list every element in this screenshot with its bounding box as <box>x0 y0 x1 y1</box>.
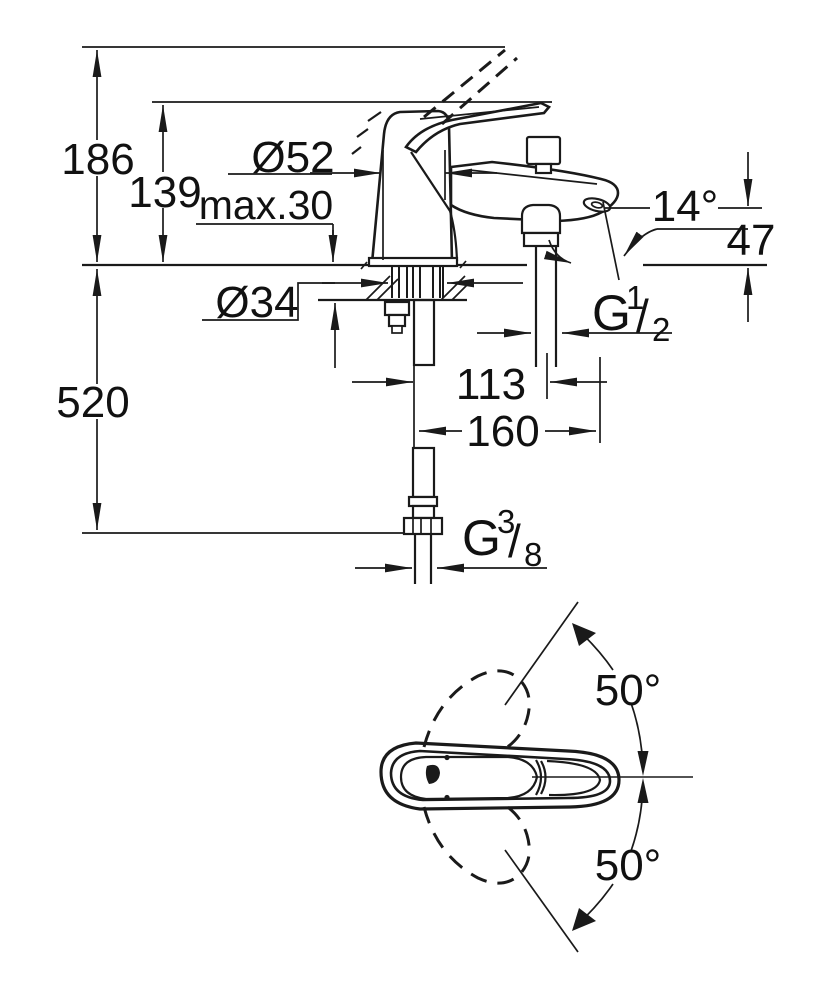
dim-label-hole-diameter: Ø34 <box>215 278 298 327</box>
shower-hose-pipe <box>534 246 558 367</box>
hose-ferrule-lower <box>411 504 436 520</box>
supply-hose-braided-upper <box>412 298 436 367</box>
plan-view: 50° 50° <box>379 601 693 953</box>
faucet-lever <box>404 101 552 154</box>
thread-label-g12: G 1 / 2 <box>592 279 670 348</box>
swing-down-axis-line <box>504 849 579 953</box>
g12-denominator: 2 <box>652 311 670 348</box>
deck-section-hatching <box>365 275 468 301</box>
hose-tail-tube <box>413 534 433 584</box>
handle-plan-silhouette <box>379 741 621 811</box>
hose-nut <box>402 516 444 536</box>
dim-label-hose-offset: 113 <box>456 360 526 409</box>
thread-label-g38: G 3 / 8 <box>462 503 542 573</box>
lever-swing-dashes <box>351 111 382 155</box>
diverter-stem <box>534 162 553 175</box>
handle-swing-down <box>422 778 649 953</box>
swing-down-arc-arrowhead-bottom <box>572 908 596 931</box>
reference-lines <box>82 46 767 534</box>
plan-labels: 50° 50° <box>595 666 662 890</box>
handle-dot-bottom <box>444 794 450 801</box>
swing-up-arc-arrowhead-bottom <box>637 751 649 776</box>
lever-inner-line <box>419 106 540 120</box>
hose-ferrule-upper <box>407 495 439 508</box>
dim-label-overall-height: 186 <box>61 135 134 184</box>
mounting-screw-tip <box>391 325 403 334</box>
g12-numerator: 1 <box>626 279 644 316</box>
faucet-body <box>370 109 454 265</box>
handle-swing-up <box>422 601 649 776</box>
label-swing-angle-up: 50° <box>595 666 662 715</box>
raised-lever-dashed <box>423 48 518 126</box>
label-swing-angle-down: 50° <box>595 841 662 890</box>
handle-logo-mark <box>425 764 440 784</box>
bath-spout <box>449 160 620 223</box>
dimension-lines <box>92 50 762 573</box>
lever-grip-inner-outline <box>546 759 602 797</box>
mounting-screw <box>387 313 407 328</box>
dim-label-supply-length: 520 <box>56 378 129 427</box>
body-front-curve <box>410 151 459 262</box>
g38-prefix: G <box>462 510 501 566</box>
dimension-labels: 186 139 Ø52 max.30 Ø34 520 113 160 47 14… <box>56 133 775 573</box>
swing-up-axis-line <box>504 601 579 706</box>
dim-label-max-deck: max.30 <box>199 182 333 228</box>
mounting-washer <box>383 300 411 317</box>
supply-hose-braided-lower <box>411 446 436 499</box>
dim-label-spout-reach: 160 <box>466 407 539 456</box>
g38-numerator: 3 <box>497 503 515 540</box>
faucet-side-silhouette <box>351 48 620 367</box>
dim-14-curved-arrow <box>623 228 658 257</box>
escutcheon-ticks <box>360 260 467 270</box>
swing-up-arc-arrowhead-top <box>572 623 596 646</box>
swing-down-arc-arrowhead-top <box>637 778 649 803</box>
side-view: 186 139 Ø52 max.30 Ø34 520 113 160 47 14… <box>56 46 775 584</box>
handle-dot-top <box>444 754 450 761</box>
handle-rotated-up-dashed <box>422 669 531 752</box>
g38-denominator: 8 <box>524 536 542 573</box>
dim-label-body-diameter: Ø52 <box>251 133 334 182</box>
handle-rotated-down-dashed <box>422 802 531 885</box>
dim-label-outlet-drop: 47 <box>727 216 776 265</box>
under-deck-assembly <box>383 267 444 584</box>
handle-cap-inner-outline <box>399 755 539 801</box>
diverter-knob <box>525 135 562 166</box>
g38-slash: / <box>508 515 521 567</box>
g12-prefix: G <box>592 285 631 341</box>
shower-holder-band <box>522 231 560 248</box>
dim-label-spout-angle: 14° <box>652 182 719 231</box>
shower-holder-dome <box>520 203 562 235</box>
dim-34-leader <box>202 282 335 321</box>
dim-label-spout-height: 139 <box>128 168 201 217</box>
hose-nut-facets <box>412 518 432 534</box>
spout-axis-line <box>602 201 620 281</box>
pipe-angle-curved-arrow <box>543 239 572 264</box>
escutcheon <box>367 256 459 268</box>
threaded-shank <box>391 267 444 298</box>
dim-52-extension-lines <box>382 150 446 260</box>
g12-slash: / <box>636 290 649 342</box>
